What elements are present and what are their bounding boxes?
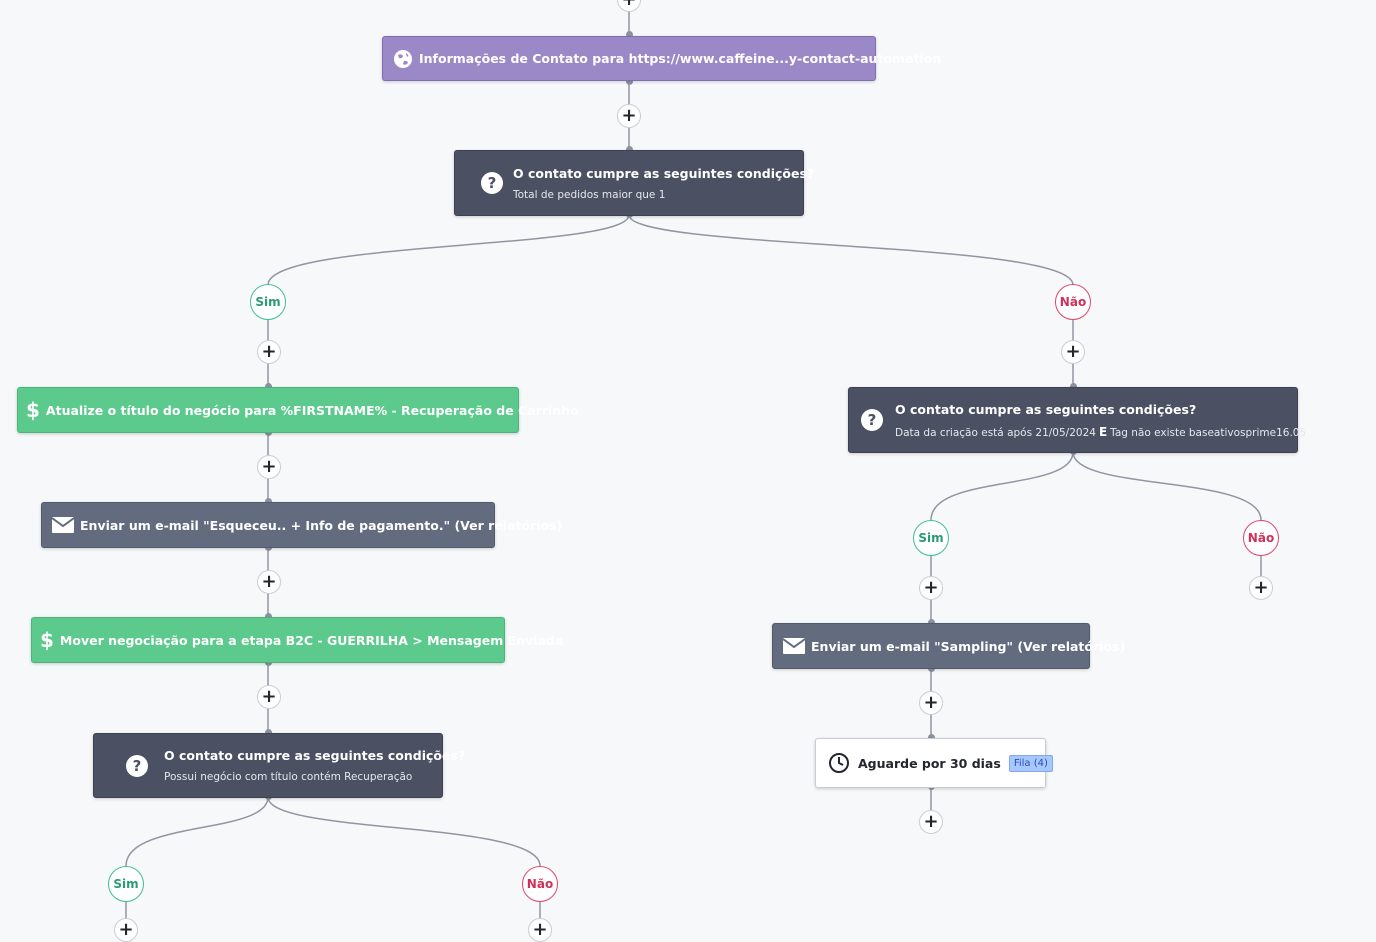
send-email-forgot-action[interactable]: Enviar um e-mail "Esqueceu.. + Info de p…: [41, 502, 562, 548]
wait-label: Aguarde por 30 dias: [858, 755, 1001, 771]
send-email-forgot-label: Enviar um e-mail "Esqueceu.. + Info de p…: [80, 517, 563, 533]
add-step-button[interactable]: +: [257, 455, 281, 479]
update-deal-title-action[interactable]: $ Atualize o título do negócio para %FIR…: [17, 387, 579, 433]
update-deal-label: Atualize o título do negócio para %FIRST…: [45, 402, 579, 418]
branch-no[interactable]: Não: [1055, 284, 1091, 320]
condition-operator: E: [1098, 424, 1108, 439]
add-step-button[interactable]: +: [114, 918, 138, 942]
condition-title: O contato cumpre as seguintes condições?: [164, 748, 466, 763]
question-icon: ?: [126, 754, 148, 777]
send-email-sampling-action[interactable]: Enviar um e-mail "Sampling" (Ver relatór…: [772, 623, 1125, 669]
clock-icon: [828, 752, 850, 774]
connector-dot: [1070, 383, 1077, 390]
contact-info-action[interactable]: Informações de Contato para https://www.…: [382, 36, 941, 81]
add-step-button[interactable]: +: [528, 918, 552, 942]
wait-step[interactable]: Aguarde por 30 dias Fila (4): [815, 738, 1053, 788]
connector-dot: [626, 31, 633, 38]
question-icon: ?: [481, 172, 503, 194]
condition-subtitle: Possui negócio com título contém Recuper…: [164, 771, 413, 783]
connector-dot: [265, 729, 272, 736]
contact-info-label: Informações de Contato para https://www.…: [419, 51, 942, 66]
move-deal-label: Mover negociação para a etapa B2C - GUER…: [59, 632, 564, 648]
connector-dot: [626, 146, 633, 153]
connector-dot: [626, 78, 633, 85]
dollar-icon: $: [26, 398, 40, 422]
add-step-button[interactable]: +: [1249, 576, 1273, 600]
branch-yes[interactable]: Sim: [913, 520, 949, 556]
globe-icon: [393, 49, 413, 69]
condition-clause-date: Data da criação está após 21/05/2024: [895, 426, 1096, 439]
condition-clause-tag: Tag não existe baseativosprime16.05: [1110, 426, 1307, 439]
connector-dot: [928, 619, 935, 626]
condition-created-date-tag[interactable]: ? O contato cumpre as seguintes condiçõe…: [848, 387, 1306, 453]
connector-dot: [265, 383, 272, 390]
add-step-button[interactable]: +: [919, 691, 943, 715]
connector-dot: [928, 734, 935, 741]
condition-title: O contato cumpre as seguintes condições?: [513, 165, 815, 181]
branch-yes[interactable]: Sim: [250, 284, 286, 320]
add-step-button[interactable]: +: [257, 685, 281, 709]
condition-subtitle: Total de pedidos maior que 1: [513, 188, 666, 201]
dollar-icon: $: [40, 628, 54, 652]
add-step-button[interactable]: +: [617, 104, 641, 128]
connector-dot: [265, 613, 272, 620]
envelope-icon: [52, 517, 74, 533]
add-step-button[interactable]: +: [257, 570, 281, 594]
add-step-button[interactable]: +: [919, 810, 943, 834]
connector-dot: [265, 498, 272, 505]
add-step-button[interactable]: +: [1061, 340, 1085, 364]
envelope-icon: [783, 638, 805, 654]
branch-no[interactable]: Não: [522, 866, 558, 902]
condition-deal-title[interactable]: ? O contato cumpre as seguintes condiçõe…: [93, 733, 465, 798]
branch-yes[interactable]: Sim: [108, 866, 144, 902]
send-email-sampling-label: Enviar um e-mail "Sampling" (Ver relatór…: [811, 638, 1126, 654]
question-icon: ?: [861, 409, 883, 431]
move-deal-stage-action[interactable]: $ Mover negociação para a etapa B2C - GU…: [31, 617, 563, 663]
condition-title: O contato cumpre as seguintes condições?: [895, 401, 1197, 417]
add-step-button[interactable]: +: [257, 340, 281, 364]
queue-badge[interactable]: Fila (4): [1008, 754, 1053, 772]
add-step-button[interactable]: +: [919, 576, 943, 600]
branch-no[interactable]: Não: [1243, 520, 1279, 556]
condition-total-orders[interactable]: ? O contato cumpre as seguintes condiçõe…: [454, 150, 814, 216]
